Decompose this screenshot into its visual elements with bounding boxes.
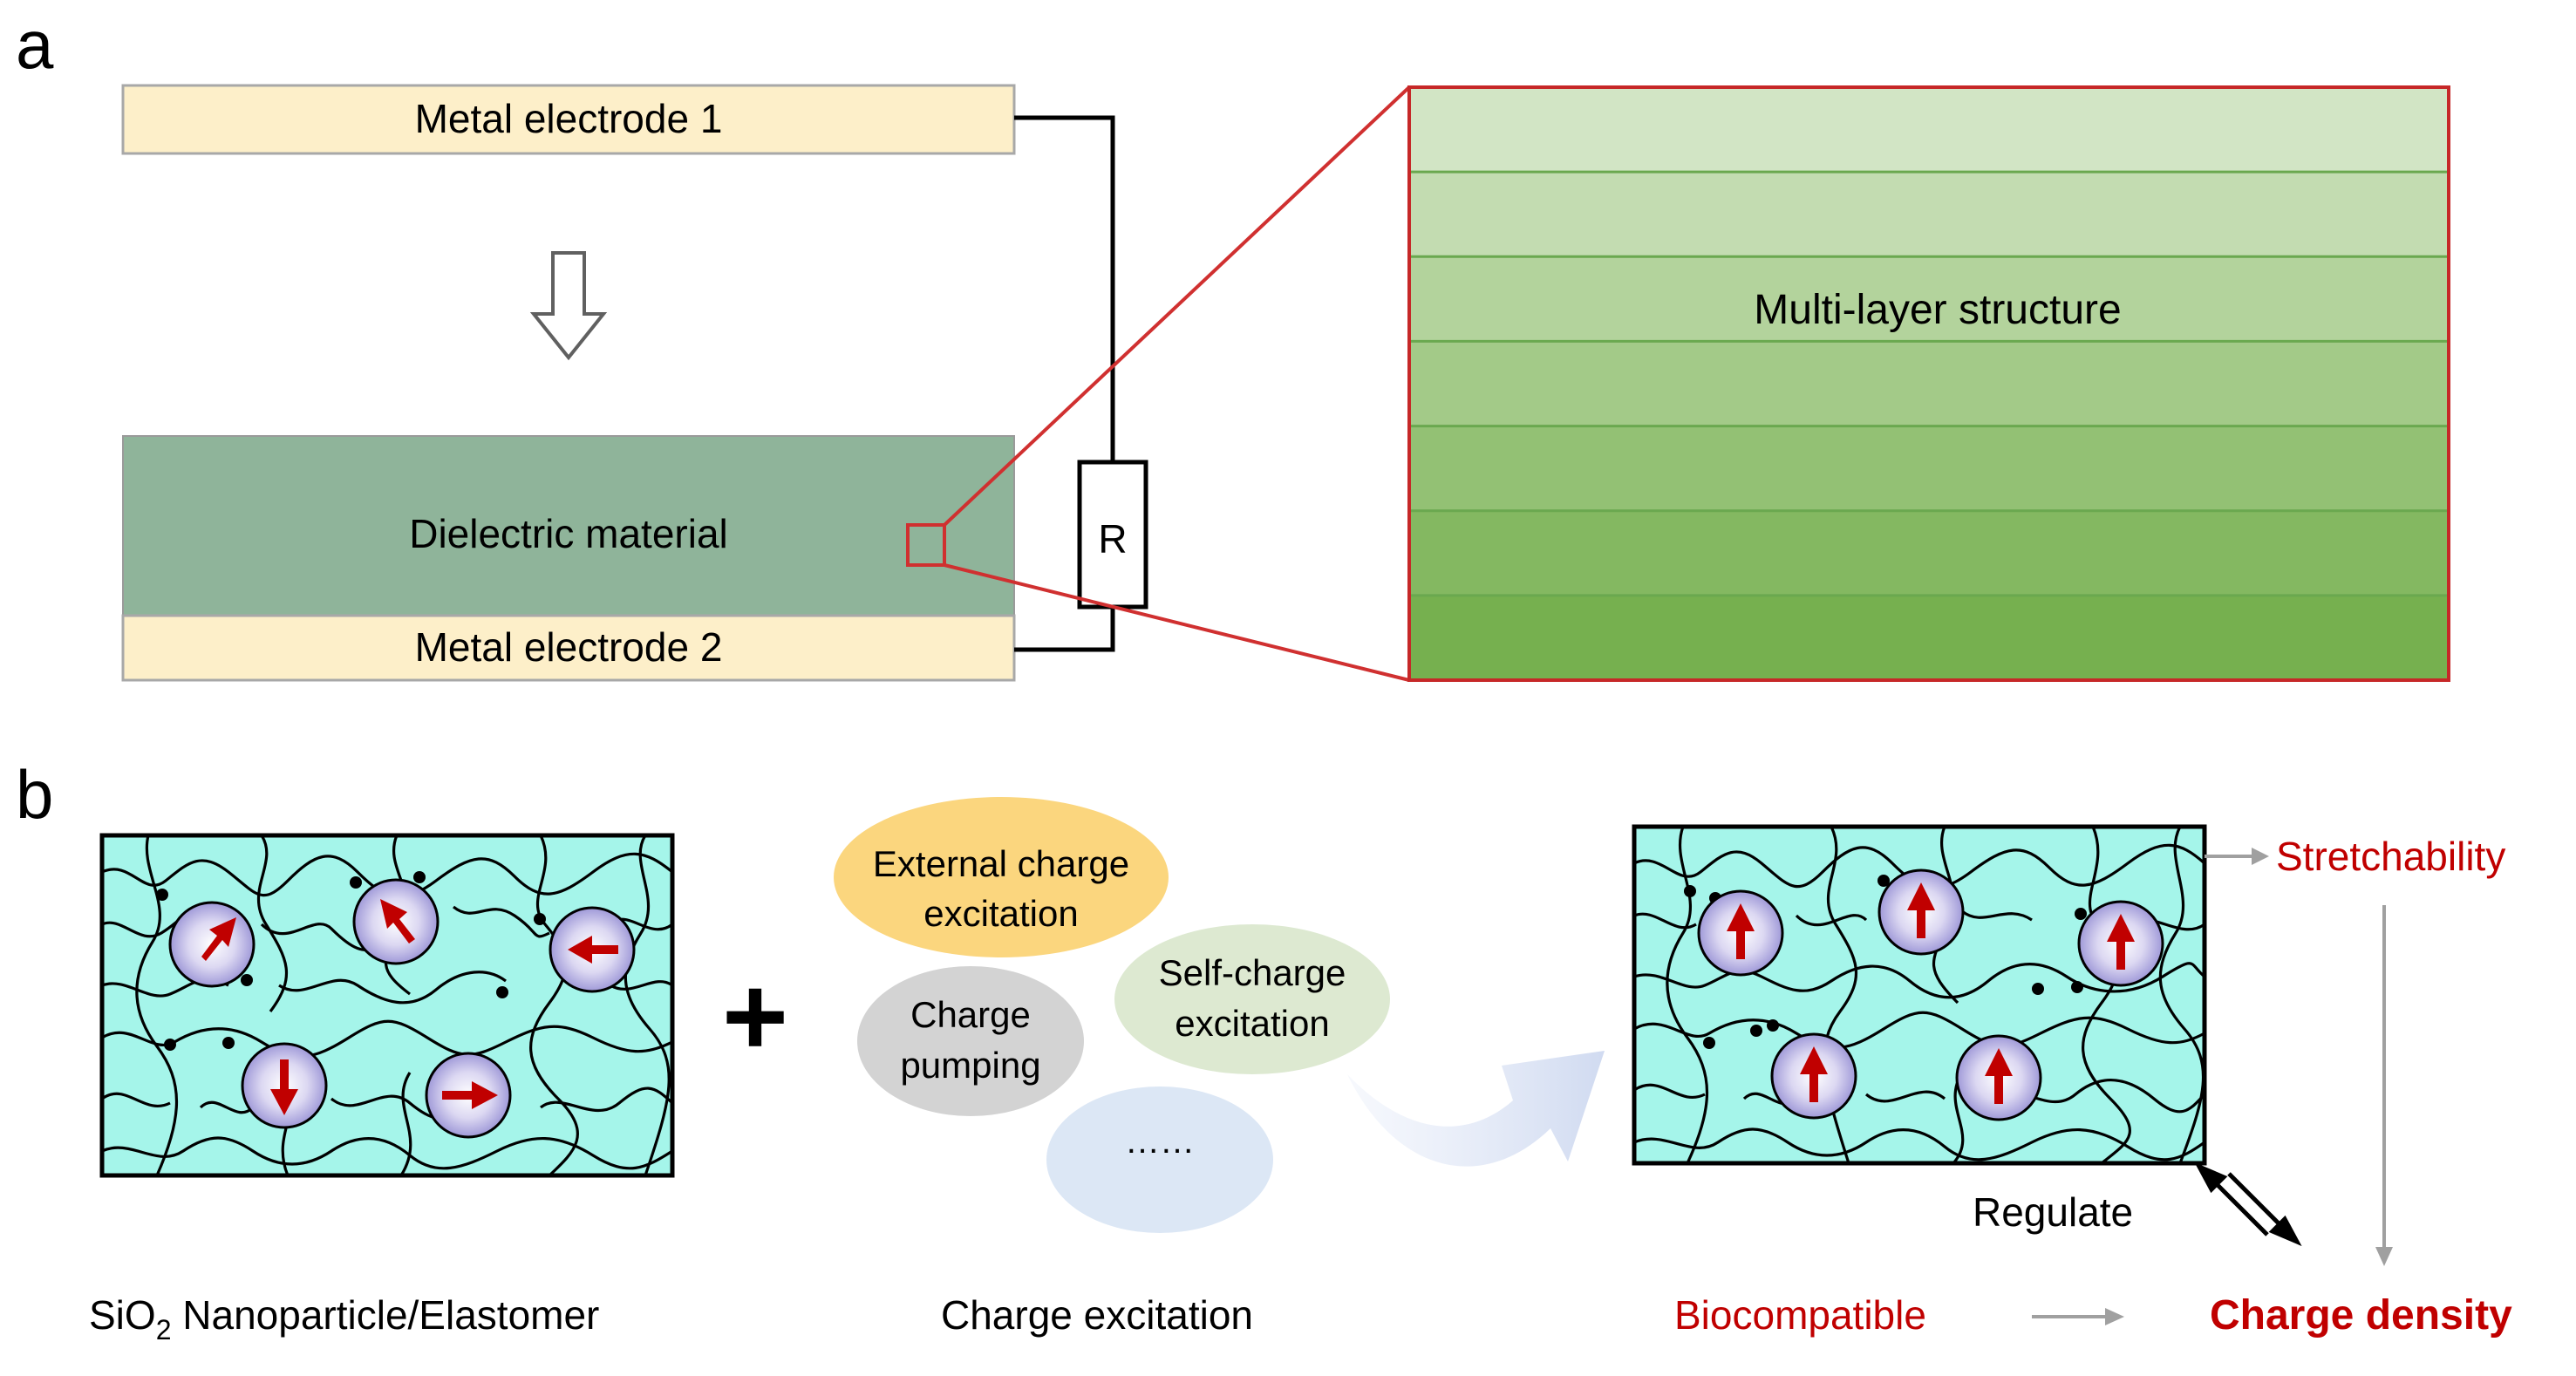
dipole-arrow-icon <box>270 1059 298 1115</box>
excitation-self: Self-charge excitation <box>1114 924 1390 1074</box>
excitation-more-label: …… <box>1125 1122 1195 1161</box>
dipole-arrow-up-icon <box>2107 914 2135 970</box>
composite-caption-sio: SiO <box>89 1292 156 1338</box>
multi-layer-structure: Multi-layer structure <box>1407 85 2450 682</box>
gray-arrow-to-stretchability <box>2205 848 2269 865</box>
dipole-arrow-up-icon <box>1985 1048 2013 1104</box>
layer-6 <box>1409 510 2449 596</box>
dipole-arrow-up-icon <box>1727 903 1755 959</box>
layer-3 <box>1409 256 2449 342</box>
multi-layer-label: Multi-layer structure <box>1754 287 2121 333</box>
excitation-self-line2: excitation <box>1175 1003 1329 1044</box>
layer-5 <box>1409 426 2449 511</box>
curved-flow-arrow-icon <box>1347 1051 1605 1167</box>
gray-arrow-biocompatible-to-charge-density <box>2032 1308 2124 1325</box>
panel-b-letter: b <box>16 756 53 833</box>
dipole-arrow-icon <box>201 917 236 961</box>
regulate-label: Regulate <box>1973 1189 2133 1235</box>
layer-7 <box>1409 595 2449 680</box>
zoom-region-marker <box>906 523 946 567</box>
composite-caption: SiO2 Nanoparticle/Elastomer <box>89 1292 599 1345</box>
excitation-external-line2: excitation <box>923 893 1078 934</box>
zoom-line-top <box>943 85 1411 527</box>
excitation-more: …… <box>1046 1086 1273 1233</box>
biocompatible-label: Biocompatible <box>1674 1292 1926 1338</box>
zoom-line-bottom <box>944 563 1410 682</box>
dipole-arrow-icon <box>568 936 618 964</box>
excitation-caption: Charge excitation <box>941 1292 1253 1338</box>
metal-electrode-2-label: Metal electrode 2 <box>415 624 723 670</box>
excitation-pumping-line2: pumping <box>900 1045 1040 1086</box>
resistor: R <box>1077 460 1148 610</box>
composite-block-unpoled <box>99 833 675 1178</box>
dielectric-material-label: Dielectric material <box>409 511 728 556</box>
dielectric-material: Dielectric material <box>122 435 1015 616</box>
excitation-external-line1: External charge <box>873 843 1129 884</box>
hollow-down-arrow-icon <box>529 251 608 361</box>
circuit <box>1014 115 1115 652</box>
metal-electrode-1: Metal electrode 1 <box>121 84 1016 155</box>
composite-caption-rest: Nanoparticle/Elastomer <box>171 1292 599 1338</box>
plus-sign: + <box>722 952 788 1080</box>
resistor-label: R <box>1098 516 1127 562</box>
composite-block-poled <box>1632 824 2207 1166</box>
panel-a-letter: a <box>16 6 54 83</box>
dipole-arrow-icon <box>442 1081 498 1109</box>
layer-1 <box>1409 87 2449 173</box>
stretchability-label: Stretchability <box>2276 834 2505 879</box>
charge-density-label: Charge density <box>2210 1292 2512 1339</box>
metal-electrode-2: Metal electrode 2 <box>121 614 1016 682</box>
gray-arrow-stretchability-to-charge-density <box>2375 905 2393 1266</box>
layer-4 <box>1409 341 2449 426</box>
excitation-pumping-line1: Charge <box>910 994 1031 1035</box>
excitation-pumping: Charge pumping <box>857 966 1084 1116</box>
excitation-self-line1: Self-charge <box>1159 952 1346 993</box>
dipole-arrow-up-icon <box>1800 1046 1828 1102</box>
composite-caption-subscript: 2 <box>156 1314 172 1345</box>
metal-electrode-1-label: Metal electrode 1 <box>415 96 723 141</box>
regulate-double-arrow-icon <box>2194 1161 2302 1247</box>
dipole-arrow-up-icon <box>1907 882 1935 938</box>
excitation-external: External charge excitation <box>834 797 1169 957</box>
layer-2 <box>1409 172 2449 257</box>
dipole-arrow-icon <box>380 899 415 943</box>
